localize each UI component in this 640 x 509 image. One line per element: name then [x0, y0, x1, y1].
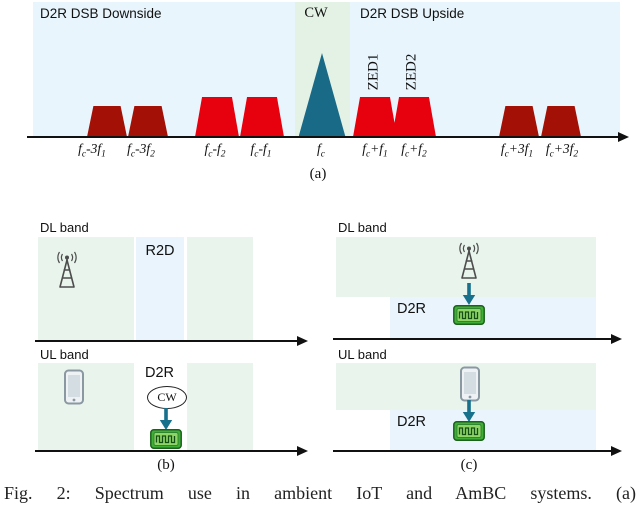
c-dl-band-label: DL band	[338, 220, 387, 235]
lobe-fc-minus-f1	[240, 97, 284, 137]
c-ul-band-label: UL band	[338, 347, 387, 362]
c-ul-d2r-band	[390, 410, 596, 451]
b-dl-band-label: DL band	[40, 220, 89, 235]
tick-label-lobe-fc-plus-3f1: fc+3f1	[500, 141, 534, 160]
b-ul-frequency-axis	[35, 445, 308, 456]
down-arrow-icon	[159, 408, 173, 430]
smartphone-icon	[64, 369, 84, 405]
tick-label-carrier-fc: fc	[317, 141, 325, 160]
tick-label-lobe-fc-plus-f1: fc+f1	[362, 141, 388, 160]
b-ul-green-band-2	[187, 363, 253, 451]
base-station-icon	[57, 251, 77, 288]
lobe-fc-plus-3f2	[541, 106, 581, 137]
dsb-upside-label: D2R DSB Upside	[360, 6, 465, 21]
spectrum-ticks: fc-3f1 fc-3f2 fc-f2 fc-f1 fc fc+f1 fc+f2 fc+3f1…	[0, 0, 640, 200]
cw-label: CW	[304, 5, 328, 21]
panel-b-caption: (b)	[157, 457, 175, 473]
smartphone-icon	[460, 366, 480, 402]
figure-caption: Fig. 2: Spectrum use in ambient IoT and …	[4, 483, 636, 503]
c-ul-d2r-label: D2R	[397, 414, 427, 430]
lobe-fc-minus-3f2	[128, 106, 168, 137]
b-d2r-label: D2R	[145, 365, 175, 381]
rfid-tag-icon	[453, 305, 485, 325]
r2d-label: R2D	[145, 243, 175, 259]
c-dl-frequency-axis	[333, 333, 622, 344]
tick-label-lobe-fc-minus-f2: fc-f2	[204, 141, 226, 160]
down-arrow-icon	[462, 283, 476, 305]
panel-a-caption: (a)	[309, 166, 327, 182]
c-dl-d2r-label: D2R	[397, 301, 427, 317]
lobe-fc-minus-3f1	[87, 106, 127, 137]
b-dl-green-band-2	[187, 237, 253, 341]
cw-ellipse: CW	[147, 386, 187, 409]
b-dl-frequency-axis	[35, 335, 308, 346]
lobe-fc-minus-f2	[195, 97, 239, 137]
spectrum-lobes	[0, 0, 640, 200]
c-dl-green-band	[336, 237, 596, 297]
tick-label-lobe-fc-minus-3f1: fc-3f1	[78, 141, 106, 160]
b-dl-green-band-1	[38, 237, 134, 341]
dsb-downside-label: D2R DSB Downside	[40, 6, 162, 21]
base-station-icon	[459, 242, 479, 279]
lobe-fc-plus-f1	[353, 97, 397, 137]
cw-ellipse-label: CW	[157, 390, 177, 404]
c-dl-d2r-band	[390, 297, 596, 339]
down-arrow-icon	[462, 400, 476, 422]
rfid-tag-icon	[150, 429, 182, 449]
tick-label-lobe-fc-plus-3f2: fc+3f2	[545, 141, 579, 160]
b-ul-green-band-1	[38, 363, 134, 451]
b-ul-band-label: UL band	[40, 347, 89, 362]
tick-label-lobe-fc-minus-3f2: fc-3f2	[127, 141, 155, 160]
frequency-axis	[27, 131, 629, 142]
c-ul-frequency-axis	[333, 445, 622, 456]
tick-label-lobe-fc-plus-f2: fc+f2	[401, 141, 427, 160]
b-r2d-band	[136, 237, 184, 341]
lobe-fc-plus-f2	[392, 97, 436, 137]
tick-label-lobe-fc-minus-f1: fc-f1	[250, 141, 272, 160]
panel-c-caption: (c)	[460, 457, 478, 473]
rfid-tag-icon	[453, 421, 485, 441]
lobe-fc-plus-3f1	[499, 106, 539, 137]
